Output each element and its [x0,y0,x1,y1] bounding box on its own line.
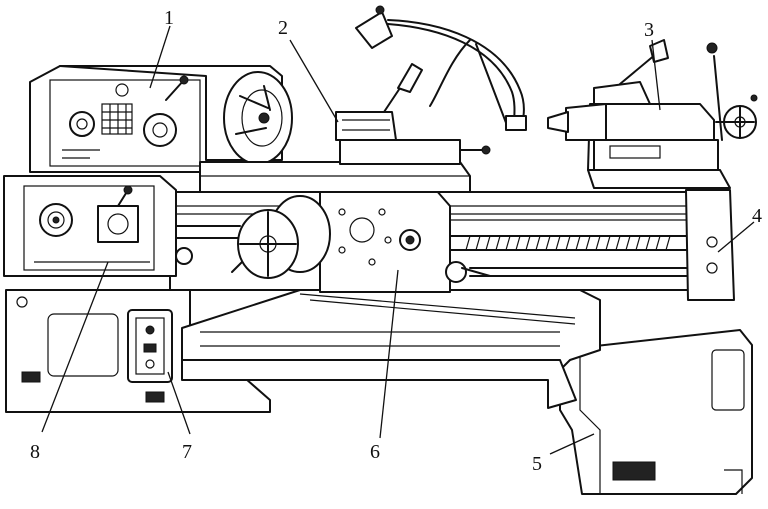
leader-1 [149,25,171,89]
right-pedestal [559,329,753,495]
leader-3 [651,39,661,111]
callout-7: 7 [182,441,192,463]
callout-1: 1 [164,7,174,29]
lead-screw-threads [465,235,671,251]
callout-5: 5 [532,453,542,475]
callout-labels: 1 2 3 4 5 6 7 8 [30,7,762,475]
leader-lines [41,25,755,455]
leader-6 [379,269,399,439]
callout-8: 8 [30,441,40,463]
callout-6: 6 [370,441,380,463]
leader-7 [167,371,191,435]
leader-5 [549,433,595,455]
callout-3: 3 [644,19,654,41]
electrical-panel [127,309,173,383]
tailstock [547,39,758,189]
chuck [223,71,293,165]
carriage [199,63,491,193]
feed-gearbox [3,175,211,277]
callout-4: 4 [752,205,762,227]
work-lamp [355,5,527,131]
leader-8 [41,261,109,433]
leader-4 [717,221,755,253]
handwheel [231,195,331,279]
headstock [29,65,283,173]
callout-2: 2 [278,17,288,39]
leader-2 [289,39,339,123]
